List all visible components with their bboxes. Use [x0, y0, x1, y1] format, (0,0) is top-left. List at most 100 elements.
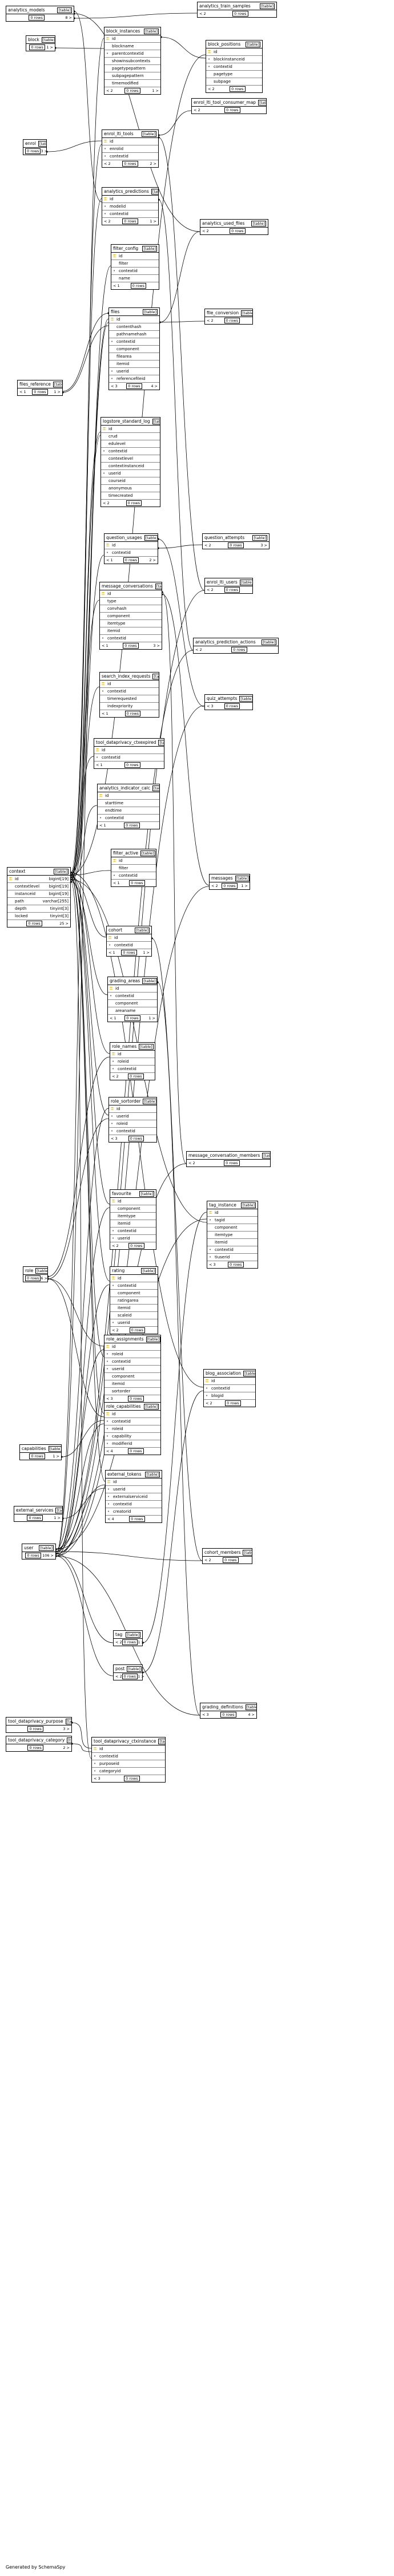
column-row[interactable]: •userid	[110, 1235, 156, 1242]
table-name[interactable]: question_usages	[106, 535, 142, 540]
column-row[interactable]: ⚿id	[109, 316, 159, 323]
table-name[interactable]: block_instances	[106, 29, 140, 34]
column-row[interactable]: ⚿id	[107, 934, 151, 942]
column-row[interactable]: ⚿id	[101, 426, 160, 433]
parent-count[interactable]: < 1	[19, 390, 26, 394]
table-name[interactable]: role_capabilities	[106, 1404, 141, 1409]
column-row[interactable]: ⚿id	[206, 48, 262, 56]
table-name[interactable]: tool_dataprivacy_ctxexpired	[96, 740, 156, 745]
column-row[interactable]: •blockinstanceid	[206, 56, 262, 63]
column-row[interactable]: •contextid	[108, 993, 157, 1000]
child-count[interactable]: 1 >	[46, 45, 53, 50]
parent-count[interactable]: < 4	[107, 1517, 114, 1521]
table-name[interactable]: blog_association	[206, 1371, 242, 1376]
column-row[interactable]: •creatorid	[106, 1508, 162, 1516]
parent-count[interactable]: < 1	[113, 283, 120, 288]
column-row[interactable]: component	[109, 346, 159, 353]
table-name[interactable]: block	[28, 37, 39, 42]
column-row[interactable]: timecreated	[101, 492, 160, 500]
column-row[interactable]: •categoryid	[92, 1768, 165, 1775]
column-row[interactable]: itemtype	[100, 620, 162, 627]
parent-count[interactable]: < 2	[206, 1401, 212, 1406]
parent-count[interactable]: < 2	[211, 884, 218, 888]
column-row[interactable]: itemid	[207, 1239, 258, 1246]
table-name[interactable]: logstore_standard_log	[103, 419, 150, 424]
table-file-conversion[interactable]: file_conversion[table]< 20 rows	[204, 309, 253, 325]
child-count[interactable]: 1 >	[148, 1016, 155, 1020]
table-name[interactable]: message_conversations	[102, 584, 153, 589]
table-name[interactable]: quiz_attempts	[207, 696, 238, 701]
table-message-conversations[interactable]: message_conversations[table]⚿idtypeconvh…	[99, 582, 162, 650]
column-row[interactable]: •roleid	[104, 1425, 160, 1433]
column-row[interactable]: component	[108, 1000, 157, 1007]
column-row[interactable]: •contextid	[94, 754, 164, 762]
column-row[interactable]: •contextid	[92, 1753, 165, 1760]
child-count[interactable]: 2 >	[150, 161, 156, 166]
table-block-positions[interactable]: block_positions[table]⚿id•blockinstancei…	[206, 40, 263, 93]
parent-count[interactable]: < 2	[115, 1640, 122, 1645]
column-row[interactable]: •contextid	[111, 268, 159, 275]
column-row[interactable]: ⚿id	[108, 985, 157, 993]
parent-count[interactable]: < 2	[195, 647, 202, 652]
column-row[interactable]: itemid	[110, 1220, 156, 1228]
table-name[interactable]: filter_config	[113, 246, 139, 251]
child-count[interactable]: 6 >	[41, 1276, 48, 1281]
parent-count[interactable]: < 1	[113, 881, 120, 885]
table-name[interactable]: context	[9, 869, 26, 874]
column-row[interactable]: ⚿id	[100, 681, 159, 688]
child-count[interactable]: 25 >	[59, 921, 69, 926]
table-name[interactable]: analytics_predictions	[104, 189, 149, 194]
table-analytics-predictions[interactable]: analytics_predictions[table]⚿id•modelid•…	[102, 187, 159, 225]
table-name[interactable]: files_reference	[19, 382, 51, 387]
column-row[interactable]: •contextid	[207, 1246, 258, 1254]
table-name[interactable]: tool_dataprivacy_purpose	[8, 1719, 63, 1724]
parent-count[interactable]: < 2	[112, 1244, 119, 1248]
table-name[interactable]: tool_dataprivacy_ctxinstance	[94, 1739, 156, 1744]
table-name[interactable]: grading_areas	[110, 978, 140, 983]
parent-count[interactable]: < 3	[207, 704, 214, 708]
table-name[interactable]: analytics_used_files	[202, 221, 245, 226]
parent-count[interactable]: < 2	[115, 1674, 122, 1679]
column-row[interactable]: •externalserviceid	[106, 1493, 162, 1501]
table-name[interactable]: external_services	[16, 1508, 54, 1513]
parent-count[interactable]: < 2	[112, 1328, 119, 1332]
column-row[interactable]: starttime	[98, 800, 159, 807]
column-row[interactable]: •contextid	[100, 635, 162, 642]
child-count[interactable]: 3 >	[260, 543, 267, 548]
child-count[interactable]: 2 >	[149, 558, 156, 562]
parent-count[interactable]: < 2	[204, 543, 211, 548]
table-name[interactable]: user	[24, 1545, 34, 1550]
column-row[interactable]: ⚿id	[111, 857, 156, 865]
table-message-conversation-members[interactable]: message_conversation_members[table]< 20 …	[186, 1151, 271, 1167]
table-name[interactable]: grading_definitions	[202, 1704, 243, 1710]
parent-count[interactable]: < 2	[204, 1558, 211, 1562]
parent-count[interactable]: < 3	[111, 384, 118, 388]
table-name[interactable]: enrol	[25, 141, 36, 146]
table-name[interactable]: tag_instance	[209, 1202, 236, 1208]
table-cohort-members[interactable]: cohort_members[table]< 20 rows	[202, 1548, 252, 1564]
child-count[interactable]: 3 >	[41, 149, 48, 153]
column-row[interactable]: component	[104, 1373, 160, 1380]
child-count[interactable]: 4 >	[248, 1712, 255, 1717]
column-row[interactable]: ⚿id	[104, 1411, 160, 1418]
table-name[interactable]: capabilities	[22, 1446, 46, 1451]
parent-count[interactable]: < 1	[99, 823, 106, 828]
